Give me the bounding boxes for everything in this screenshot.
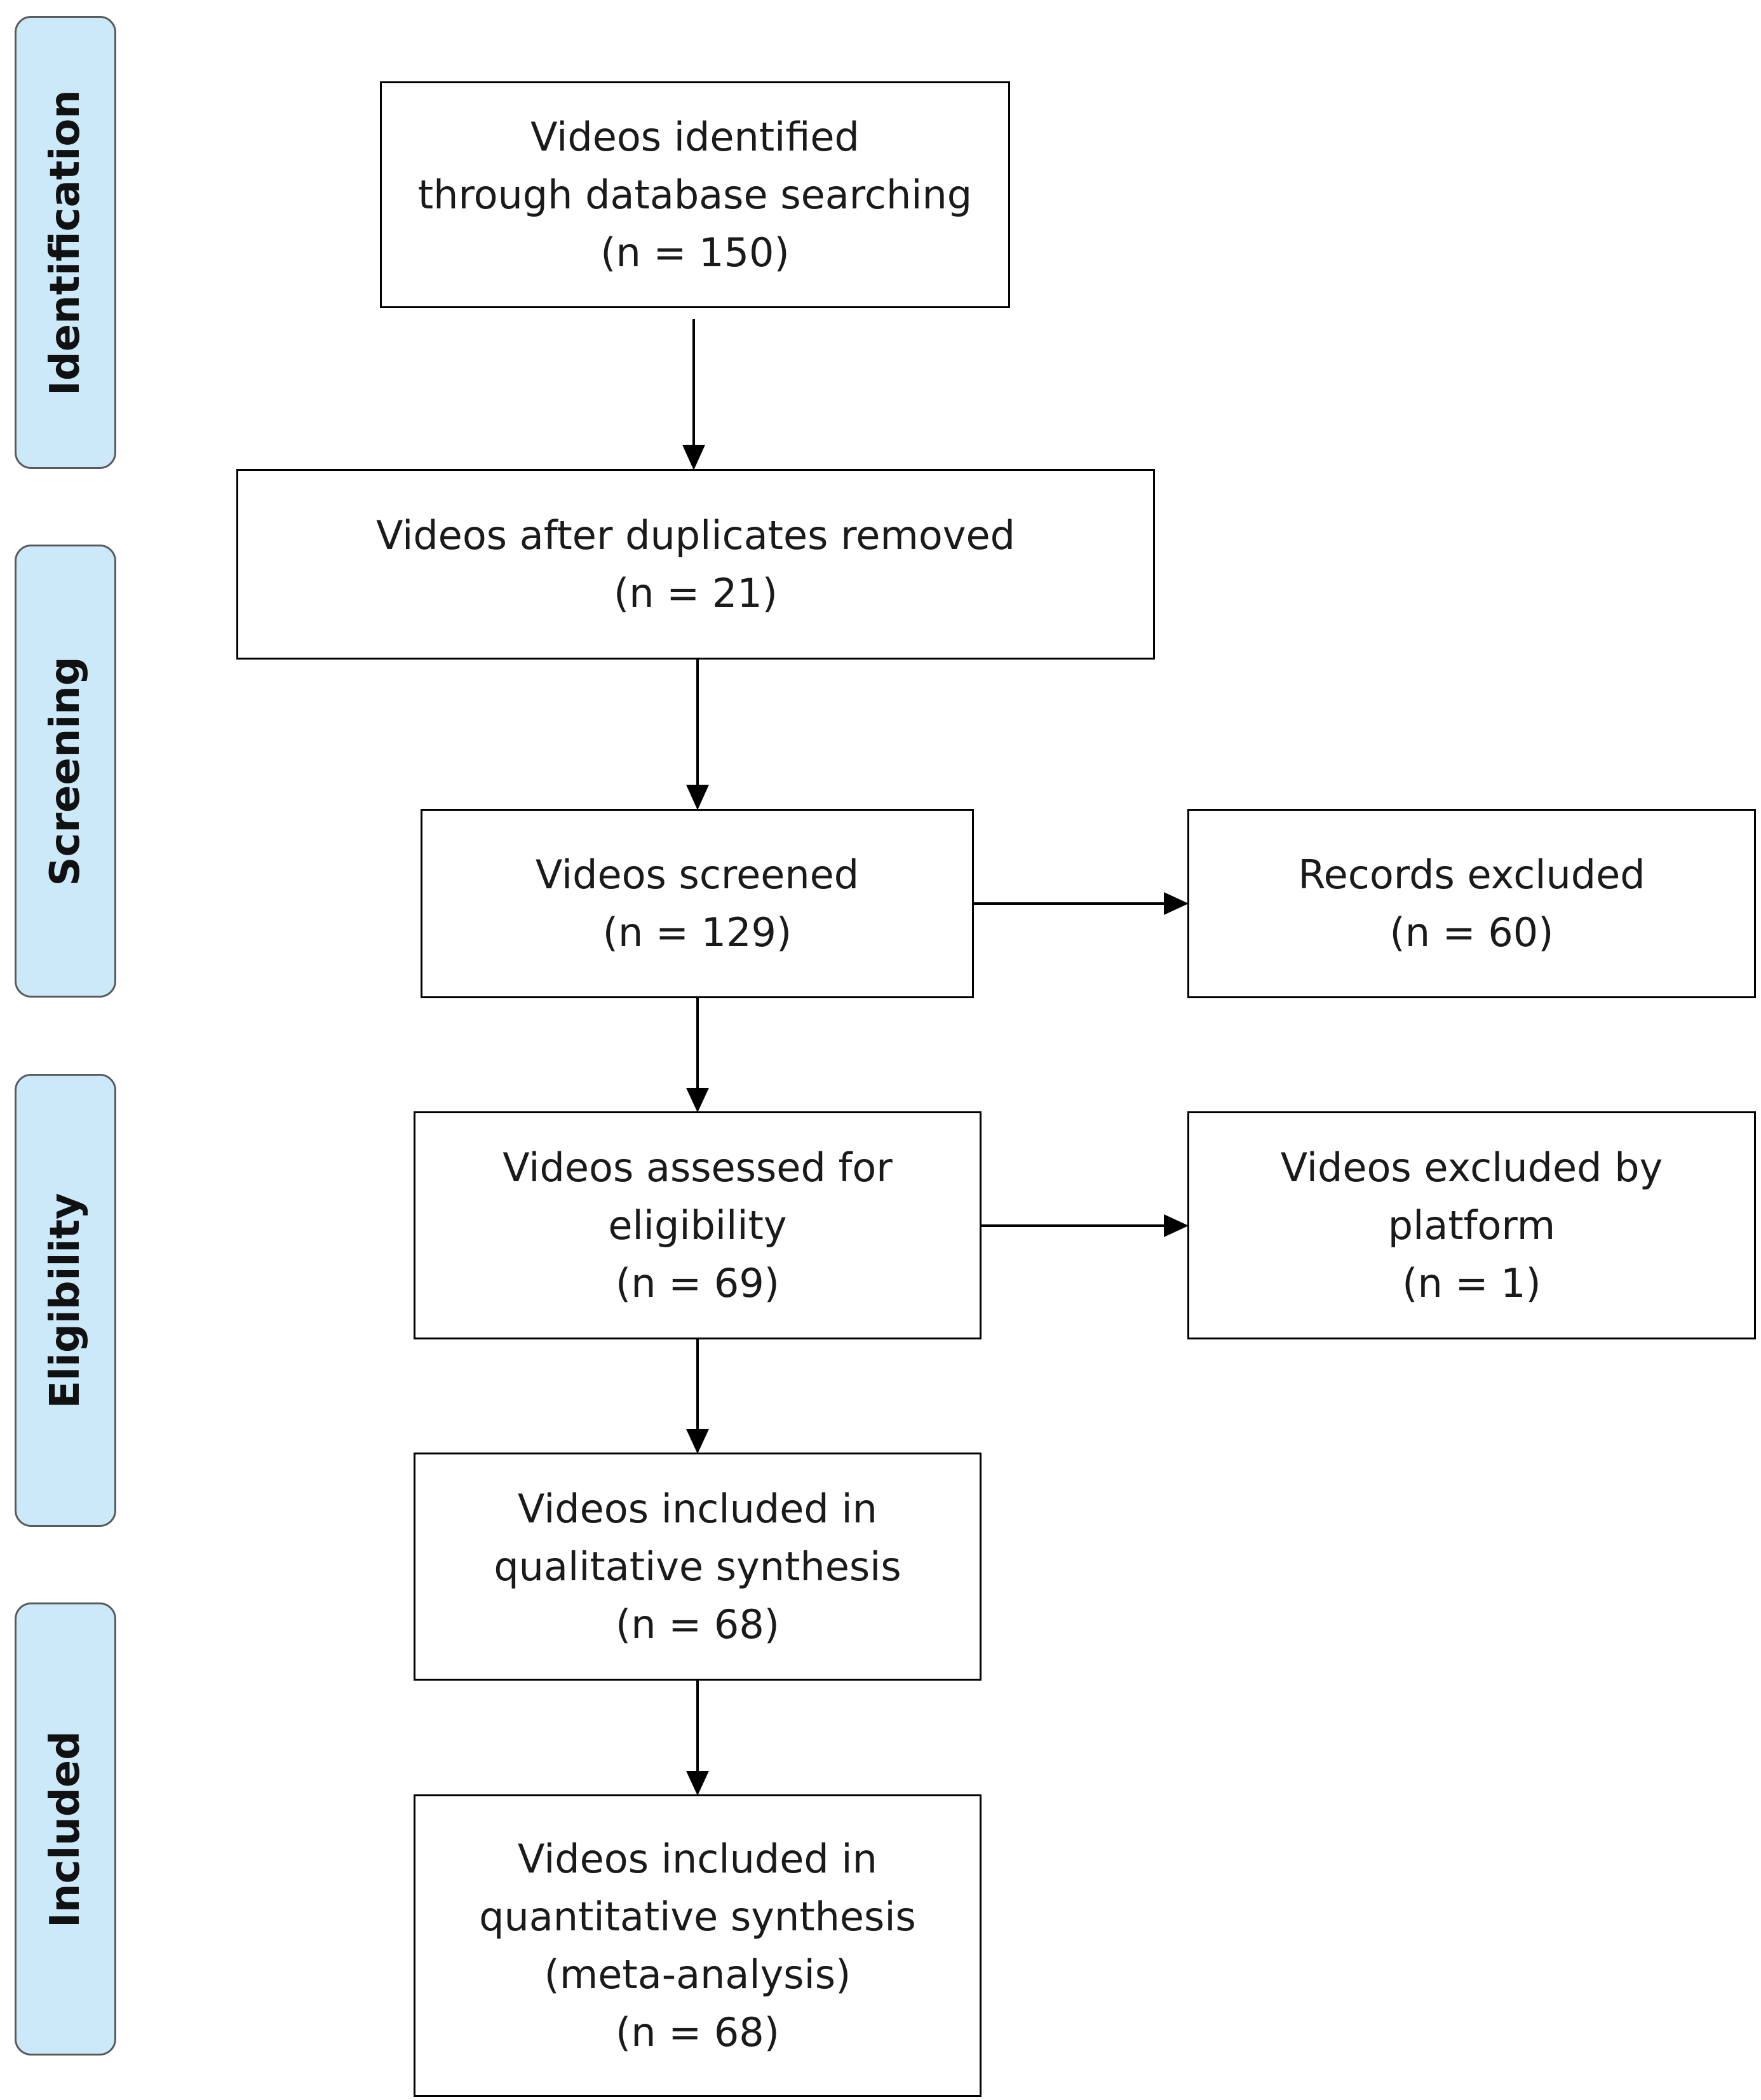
stage-included: Included — [15, 1602, 116, 2056]
box-line: Records excluded — [1298, 851, 1645, 898]
box-quantitative: Videos included in quantitative synthesi… — [414, 1794, 982, 2097]
arrowhead — [686, 1088, 709, 1113]
box-line: (n = 60) — [1389, 909, 1554, 956]
box-line: Videos included in — [518, 1836, 877, 1882]
box-line: (n = 150) — [600, 229, 790, 276]
box-line: Videos included in — [518, 1486, 877, 1532]
stage-eligibility: Eligibility — [15, 1074, 116, 1527]
box-line: qualitative synthesis — [494, 1543, 901, 1590]
stage-label: Screening — [42, 656, 89, 886]
box-line: quantitative synthesis — [479, 1893, 916, 1940]
box-line: Videos assessed for — [503, 1144, 893, 1191]
box-line: Videos after duplicates removed — [376, 512, 1015, 559]
box-line: (n = 68) — [616, 2009, 779, 2056]
stage-label: Included — [42, 1730, 89, 1928]
stage-label: Eligibility — [42, 1192, 89, 1409]
box-line: (n = 69) — [616, 1260, 779, 1306]
box-line: Videos identified — [530, 114, 860, 160]
box-line: platform — [1387, 1202, 1556, 1249]
stage-identification: Identification — [15, 16, 116, 469]
box-line: (meta-analysis) — [544, 1951, 851, 1998]
box-text: Videos included in quantitative synthesi… — [479, 1830, 916, 2061]
box-records-excluded: Records excluded (n = 60) — [1187, 809, 1756, 998]
box-line: (n = 68) — [616, 1601, 779, 1648]
arrowhead — [1164, 892, 1189, 915]
arrowhead — [686, 785, 709, 810]
box-line: Videos screened — [535, 851, 860, 898]
box-text: Videos assessed for eligibility (n = 69) — [503, 1139, 893, 1312]
box-text: Videos after duplicates removed (n = 21) — [376, 506, 1015, 622]
box-line: (n = 21) — [614, 570, 778, 616]
box-line: (n = 129) — [602, 909, 792, 956]
stage-label: Identification — [42, 89, 89, 396]
box-identified: Videos identified through database searc… — [380, 81, 1010, 308]
box-line: (n = 1) — [1402, 1260, 1541, 1306]
box-line: Videos excluded by — [1280, 1144, 1663, 1191]
box-text: Videos excluded by platform (n = 1) — [1281, 1139, 1663, 1312]
box-line: eligibility — [608, 1202, 787, 1249]
box-screened: Videos screened (n = 129) — [421, 809, 974, 998]
arrowhead — [686, 1771, 709, 1796]
box-text: Videos included in qualitative synthesis… — [494, 1480, 901, 1653]
box-text: Videos screened (n = 129) — [536, 846, 859, 961]
box-qualitative: Videos included in qualitative synthesis… — [414, 1453, 982, 1681]
arrowhead — [682, 445, 705, 470]
box-excluded-platform: Videos excluded by platform (n = 1) — [1187, 1111, 1756, 1339]
arrowhead — [1164, 1214, 1189, 1237]
box-text: Videos identified through database searc… — [418, 108, 972, 281]
box-duplicates-removed: Videos after duplicates removed (n = 21) — [236, 469, 1155, 660]
box-line: through database searching — [417, 172, 973, 218]
stage-screening: Screening — [15, 545, 116, 998]
arrowhead — [686, 1429, 709, 1454]
box-assessed: Videos assessed for eligibility (n = 69) — [414, 1111, 982, 1339]
box-text: Records excluded (n = 60) — [1298, 846, 1645, 961]
